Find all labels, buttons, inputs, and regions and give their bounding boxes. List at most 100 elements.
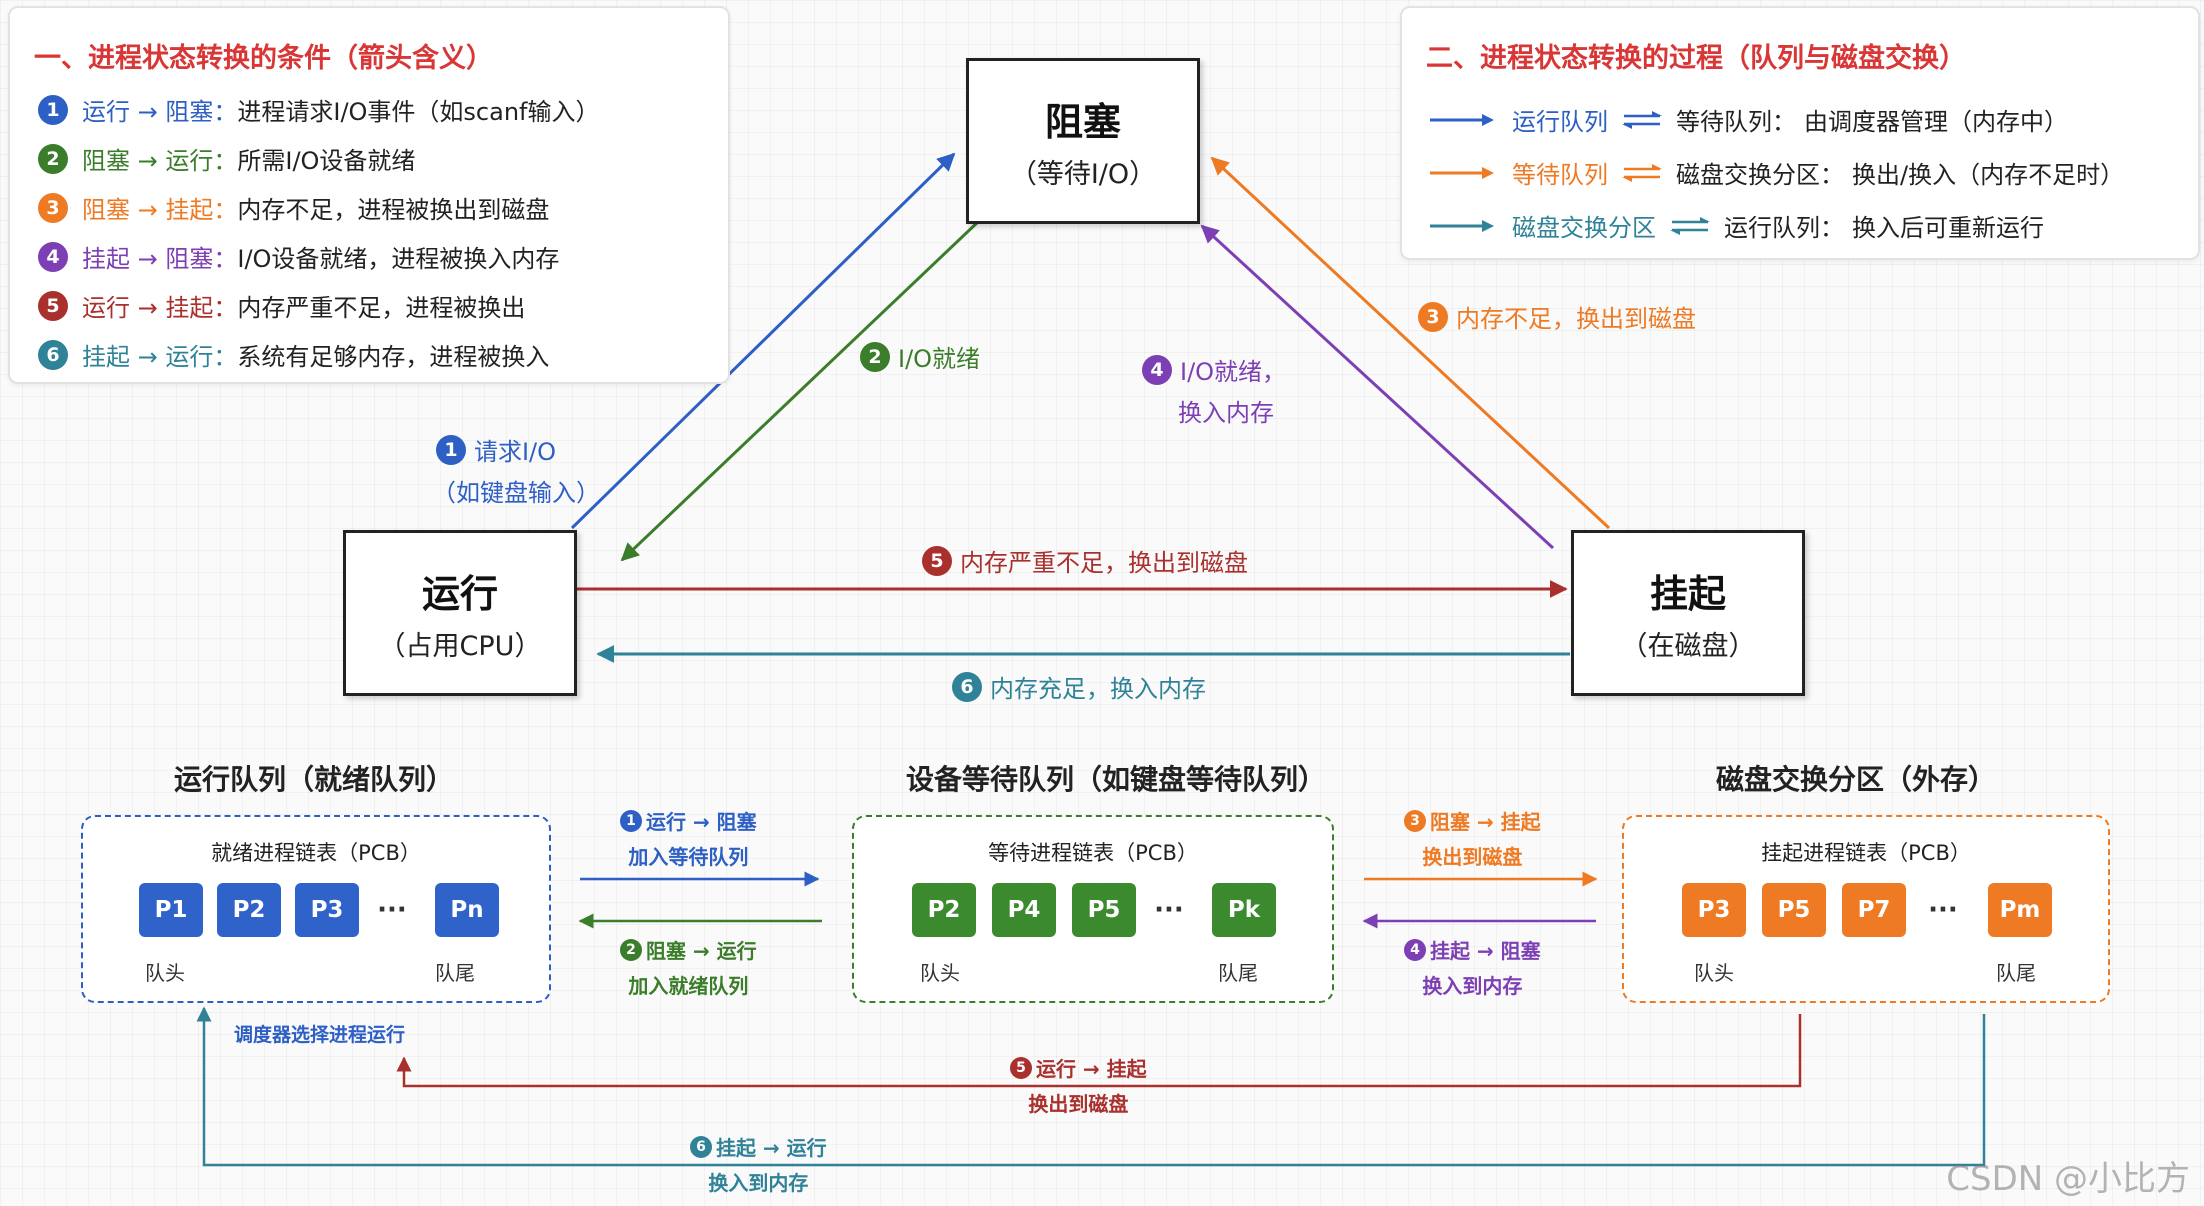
disk-queue-section-title: 磁盘交换分区（外存）	[1716, 763, 1997, 796]
wait-queue-section-title: 设备等待队列（如键盘等待队列）	[906, 763, 1327, 796]
number-2-icon: 2	[620, 938, 642, 961]
legend-process-to: 磁盘交换分区：	[1676, 161, 1844, 189]
queue-head-label: 队头	[145, 961, 185, 985]
legend-process-description: 由调度器管理（内存中）	[1804, 108, 2068, 136]
legend-process-row: 运行队列等待队列：由调度器管理（内存中）	[1430, 102, 2068, 137]
number-5-icon: 5	[922, 545, 952, 576]
ellipsis: ···	[377, 895, 407, 925]
pcb-item: P7	[1842, 883, 1906, 937]
legend-condition-row: 6 挂起 → 运行：系统有足够内存，进程被换入	[38, 337, 549, 372]
number-6-icon: 6	[38, 339, 68, 370]
transition-label-4: 4 I/O就绪， 换入内存	[1142, 352, 1286, 428]
pcb-item: P2	[912, 883, 976, 937]
number-4-icon: 4	[1404, 938, 1426, 961]
queue-transition-1-line1: 运行 → 阻塞	[646, 810, 757, 834]
queue-transition-6-line2: 换入到内存	[708, 1171, 809, 1195]
legend-transition: 运行 → 挂起：	[82, 294, 238, 322]
state-suspended-title: 挂起	[1649, 572, 1726, 616]
queue-tail-label: 队尾	[435, 961, 475, 985]
legend-description: 进程请求I/O事件（如scanf输入）	[237, 98, 600, 126]
scheduler-label: 调度器选择进程运行	[234, 1024, 406, 1046]
transition-label-5: 5 内存严重不足，换出到磁盘	[922, 543, 1248, 578]
queue-transition-5-line1: 运行 → 挂起	[1036, 1057, 1147, 1081]
legend-transition: 运行 → 阻塞：	[82, 98, 238, 126]
legend-transition: 阻塞 → 运行：	[82, 147, 238, 175]
legend-description: 系统有足够内存，进程被换入	[237, 343, 550, 371]
legend-transition: 挂起 → 运行：	[82, 343, 238, 371]
number-4-icon: 4	[1142, 354, 1172, 385]
state-blocked-title: 阻塞	[1044, 100, 1121, 144]
disk-queue-list-title: 挂起进程链表（PCB）	[1761, 841, 1971, 865]
queue-transition-6-line1: 挂起 → 运行	[716, 1136, 827, 1160]
wait-queue-list-title: 等待进程链表（PCB）	[988, 841, 1198, 865]
pcb-item: Pk	[1212, 883, 1276, 937]
pcb-item: P5	[1072, 883, 1136, 937]
run-queue-list-title: 就绪进程链表（PCB）	[211, 841, 421, 865]
state-blocked: 阻塞 （等待I/O）	[966, 58, 1200, 224]
pcb-item: P2	[217, 883, 281, 937]
queue-head-label: 队头	[920, 961, 960, 985]
state-blocked-subtitle: （等待I/O）	[1009, 159, 1157, 190]
state-running-title: 运行	[421, 572, 498, 616]
queue-transition-2-line1: 阻塞 → 运行	[646, 939, 757, 963]
queue-transition-3-line2: 换出到磁盘	[1422, 845, 1523, 869]
transition-label-3: 3 内存不足，换出到磁盘	[1418, 299, 1696, 334]
legend-process-from: 等待队列	[1512, 161, 1608, 189]
transition-4-line2: 换入内存	[1178, 399, 1275, 427]
queue-transition-4-line1: 挂起 → 阻塞	[1430, 939, 1541, 963]
legend-process-to: 等待队列：	[1676, 108, 1796, 136]
transition-4-line1: I/O就绪，	[1180, 358, 1287, 386]
watermark: CSDN @小比方	[1946, 1159, 2190, 1199]
double-arrow-icon	[1622, 110, 1662, 129]
queue-tail-label: 队尾	[1996, 961, 2036, 985]
number-3-icon: 3	[1418, 301, 1448, 332]
queue-transition-2-line2: 加入就绪队列	[628, 974, 749, 998]
number-1-icon: 1	[620, 809, 642, 832]
ellipsis: ···	[1928, 895, 1958, 925]
legend-process-to: 运行队列：	[1724, 214, 1844, 242]
queue-head-label: 队头	[1694, 961, 1734, 985]
pcb-item: P4	[992, 883, 1056, 937]
pcb-item: P5	[1762, 883, 1826, 937]
state-running-subtitle: （占用CPU）	[378, 631, 542, 662]
number-5-icon: 5	[38, 290, 68, 321]
legend-description: 内存严重不足，进程被换出	[237, 294, 526, 322]
arrow-right-icon	[1430, 166, 1494, 179]
double-arrow-icon	[1622, 163, 1662, 182]
legend-description: 所需I/O设备就绪	[237, 147, 416, 175]
legend-process-row: 磁盘交换分区运行队列：换入后可重新运行	[1430, 208, 2044, 243]
state-suspended-subtitle: （在磁盘）	[1620, 631, 1756, 662]
transition-5-text: 内存严重不足，换出到磁盘	[960, 549, 1248, 577]
number-5-icon: 5	[1010, 1056, 1032, 1079]
state-suspended: 挂起 （在磁盘）	[1571, 530, 1805, 696]
transition-2-text: I/O就绪	[898, 345, 981, 373]
queue-transition-1-line2: 加入等待队列	[628, 845, 749, 869]
legend-condition-row: 5 运行 → 挂起：内存严重不足，进程被换出	[38, 288, 525, 323]
pcb-item: P1	[139, 883, 203, 937]
number-3-icon: 3	[38, 192, 68, 223]
double-arrow-icon	[1670, 216, 1710, 235]
legend-process-row: 等待队列磁盘交换分区：换出/换入（内存不足时）	[1430, 155, 2124, 190]
legend-process-from: 磁盘交换分区	[1512, 214, 1656, 242]
number-4-icon: 4	[38, 241, 68, 272]
number-3-icon: 3	[1404, 809, 1426, 832]
queue-transition-5-line2: 换出到磁盘	[1028, 1092, 1129, 1116]
arrow-right-icon	[1430, 219, 1494, 232]
number-6-icon: 6	[690, 1135, 712, 1158]
run-queue-section-title: 运行队列（就绪队列）	[174, 763, 455, 796]
transition-3-text: 内存不足，换出到磁盘	[1456, 305, 1696, 333]
number-1-icon: 1	[435, 434, 466, 465]
state-running: 运行 （占用CPU）	[343, 530, 577, 696]
transition-1-line1: 请求I/O	[473, 438, 557, 466]
